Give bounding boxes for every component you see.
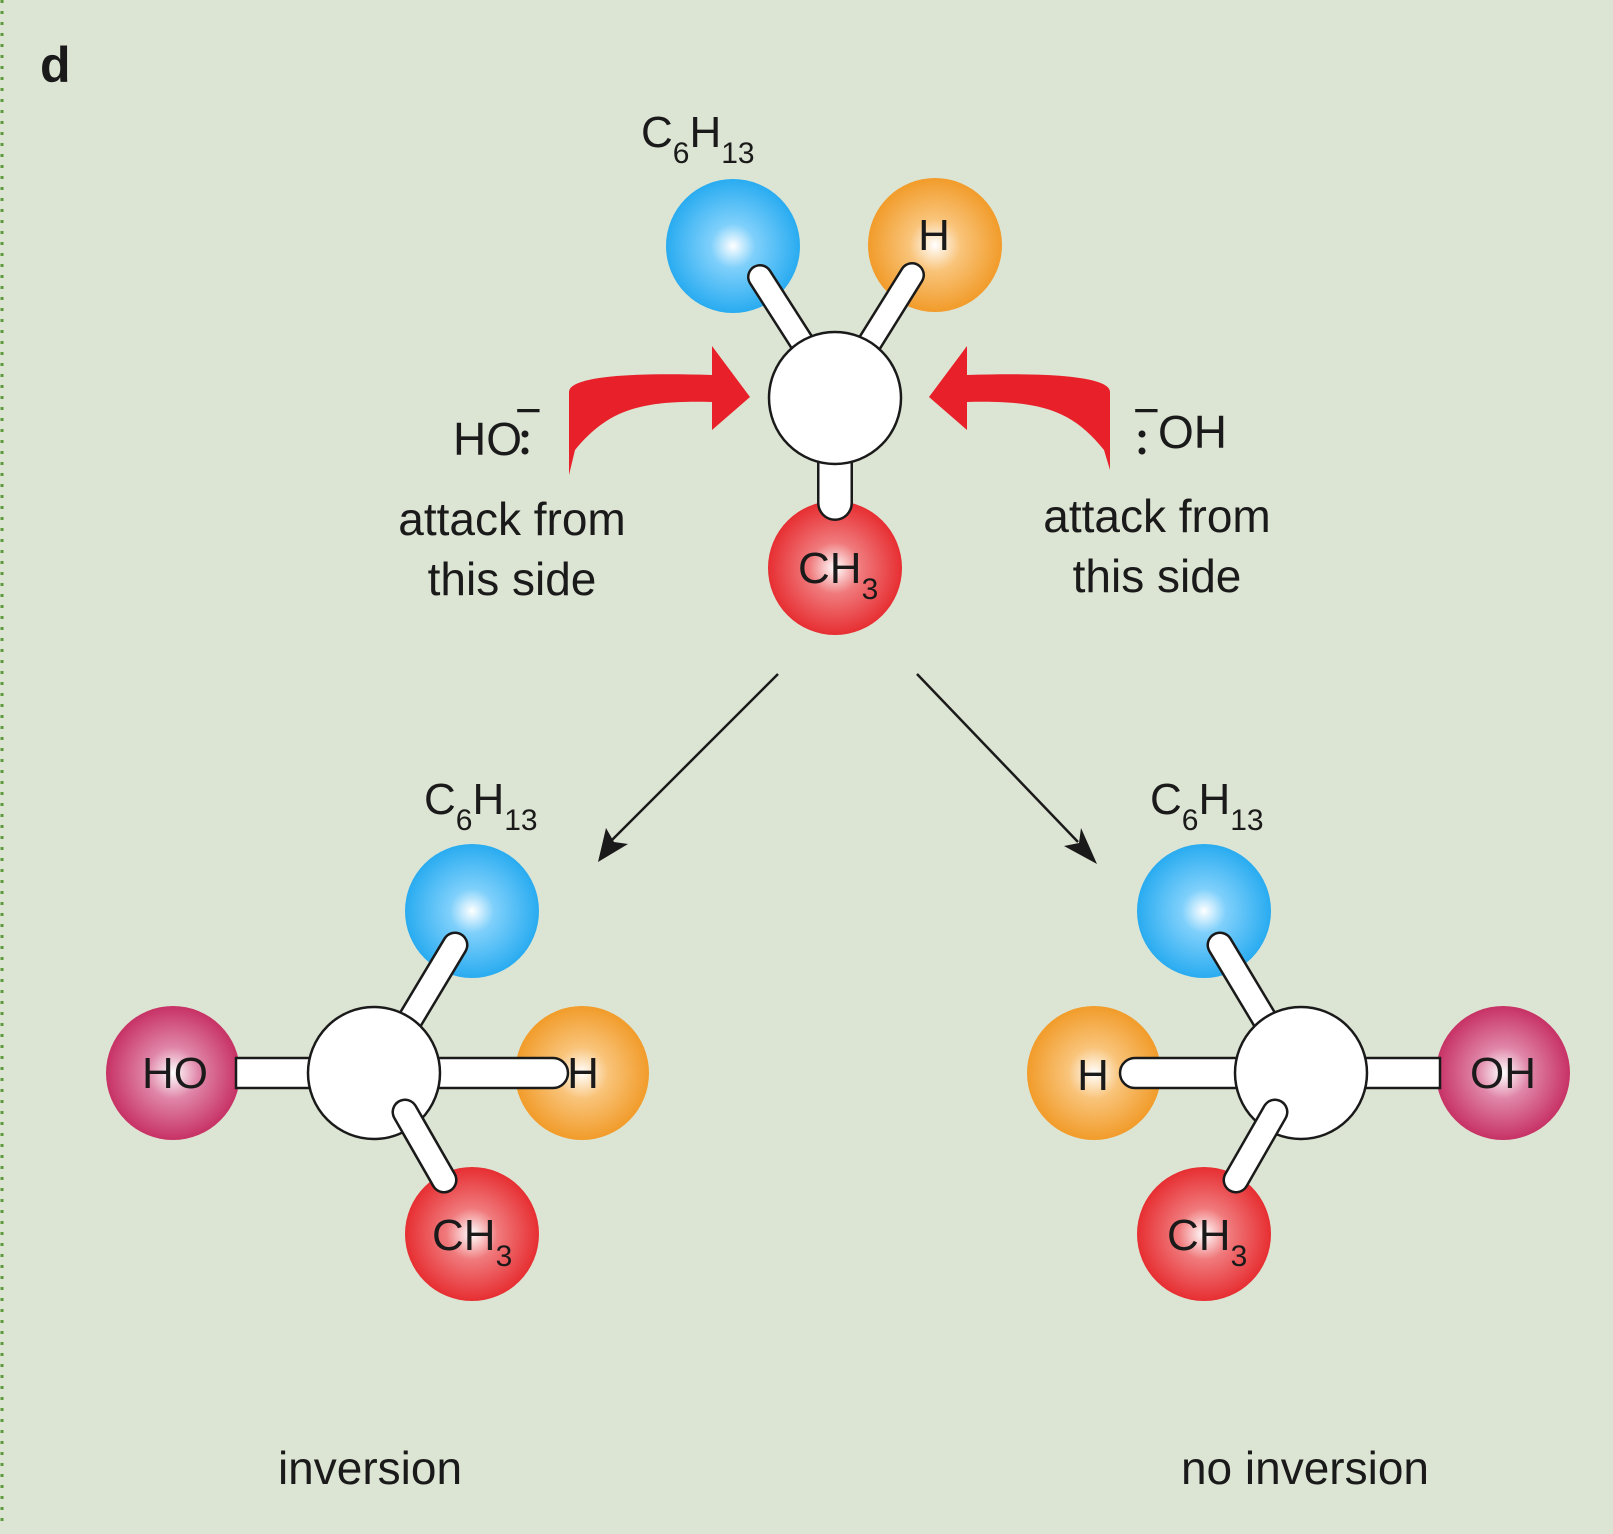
lone-pair-dot — [521, 430, 529, 438]
noinv-bond-hydrogen — [1118, 1056, 1242, 1090]
arrow-to-inversion-line — [611, 673, 779, 841]
right-nucleophile-label: OH — [1158, 406, 1227, 458]
top-methyl-atom — [768, 501, 902, 635]
right-attack-arrow — [929, 346, 1110, 470]
noinv-hydrogen-atom — [1027, 1006, 1161, 1140]
left-attack-caption-line2: this side — [428, 553, 597, 605]
left-charge-mark: − — [515, 384, 542, 436]
top-bond-hexyl — [749, 266, 819, 363]
arrow-to-inversion-head — [598, 828, 628, 862]
no-inversion-product: C6H13 H OH CH3 — [1027, 775, 1570, 1301]
noinv-methyl-label: CH3 — [1167, 1211, 1247, 1273]
right-attack-caption-line2: this side — [1073, 550, 1242, 602]
top-carbon-atom — [767, 330, 903, 466]
noinv-hydrogen-label: H — [1077, 1051, 1109, 1100]
inv-methyl-atom — [405, 1167, 539, 1301]
inversion-caption: inversion — [278, 1442, 462, 1494]
noinv-bond-methyl — [1225, 1101, 1286, 1191]
no-inversion-caption: no inversion — [1181, 1442, 1429, 1494]
right-nucleophile: − OH — [1133, 384, 1227, 458]
inv-bond-hydrogen — [434, 1056, 570, 1090]
noinv-bond-hexyl — [1209, 934, 1276, 1031]
arrow-to-no-inversion-head — [1064, 828, 1097, 864]
inv-hydrogen-atom — [515, 1006, 649, 1140]
inv-bond-methyl-front — [394, 1101, 455, 1191]
left-nucleophile-label: HO — [453, 413, 522, 465]
lone-pair-dot — [521, 447, 529, 455]
inv-hydroxyl-label: HO — [142, 1049, 208, 1098]
left-attack-arrow — [569, 346, 750, 475]
noinv-hexyl-label: C6H13 — [1150, 775, 1264, 837]
top-hexyl-label: C6H13 — [641, 108, 755, 170]
noinv-carbon-atom — [1233, 1005, 1369, 1141]
left-nucleophile: HO − — [453, 384, 542, 465]
noinv-hydroxyl-label: OH — [1470, 1049, 1536, 1098]
lone-pair-dot — [1138, 430, 1146, 438]
left-attack-caption-line1: attack from — [398, 493, 626, 545]
inv-bond-hexyl — [399, 934, 466, 1031]
noinv-hexyl-atom — [1137, 844, 1271, 978]
inv-hydrogen-label: H — [567, 1049, 599, 1098]
top-hydrogen-label: H — [918, 211, 950, 260]
top-bond-hydrogen — [853, 264, 923, 363]
lone-pair-dot — [1138, 447, 1146, 455]
top-molecule: C6H13 H CH3 — [641, 108, 1002, 635]
inv-hydroxyl-atom — [106, 1006, 240, 1140]
right-attack-caption-line1: attack from — [1043, 490, 1271, 542]
inv-hexyl-label: C6H13 — [424, 775, 538, 837]
right-charge-mark: − — [1133, 384, 1160, 436]
noinv-hydroxyl-atom — [1436, 1006, 1570, 1140]
top-methyl-label: CH3 — [798, 544, 878, 606]
inv-hexyl-atom — [405, 844, 539, 978]
inversion-product: C6H13 HO H CH3 — [106, 775, 649, 1301]
panel-label: d — [40, 37, 71, 93]
arrow-to-no-inversion-line — [916, 673, 1079, 843]
inv-methyl-label: CH3 — [432, 1211, 512, 1273]
noinv-methyl-atom — [1137, 1167, 1271, 1301]
